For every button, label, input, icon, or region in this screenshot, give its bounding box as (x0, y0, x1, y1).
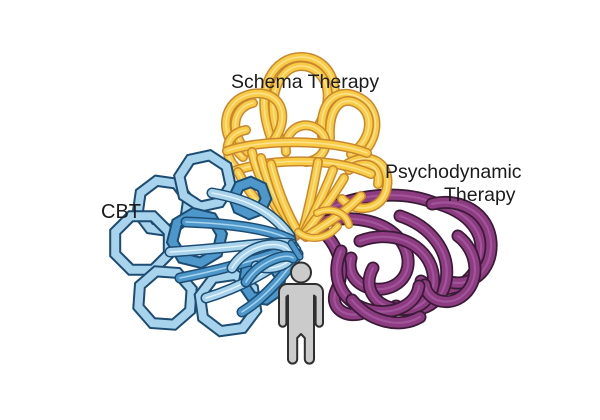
octagon-ring (132, 265, 198, 331)
cbt-label: CBT (101, 201, 141, 223)
octagon-ring (173, 149, 237, 213)
person-body (278, 283, 324, 365)
psychodynamic-tangle (313, 188, 498, 330)
octagon-ring (227, 175, 273, 221)
person-head (290, 261, 312, 284)
cbt-tangle (109, 149, 304, 338)
octagon-ring (109, 210, 175, 276)
schema-therapy-tangle (221, 51, 393, 242)
psychodynamic-therapy-label-line1: Psychodynamic (385, 161, 522, 183)
schema-therapy-label: Schema Therapy (231, 71, 380, 93)
person-icon (278, 261, 324, 365)
psychodynamic-therapy-label-line2: Therapy (444, 184, 516, 206)
